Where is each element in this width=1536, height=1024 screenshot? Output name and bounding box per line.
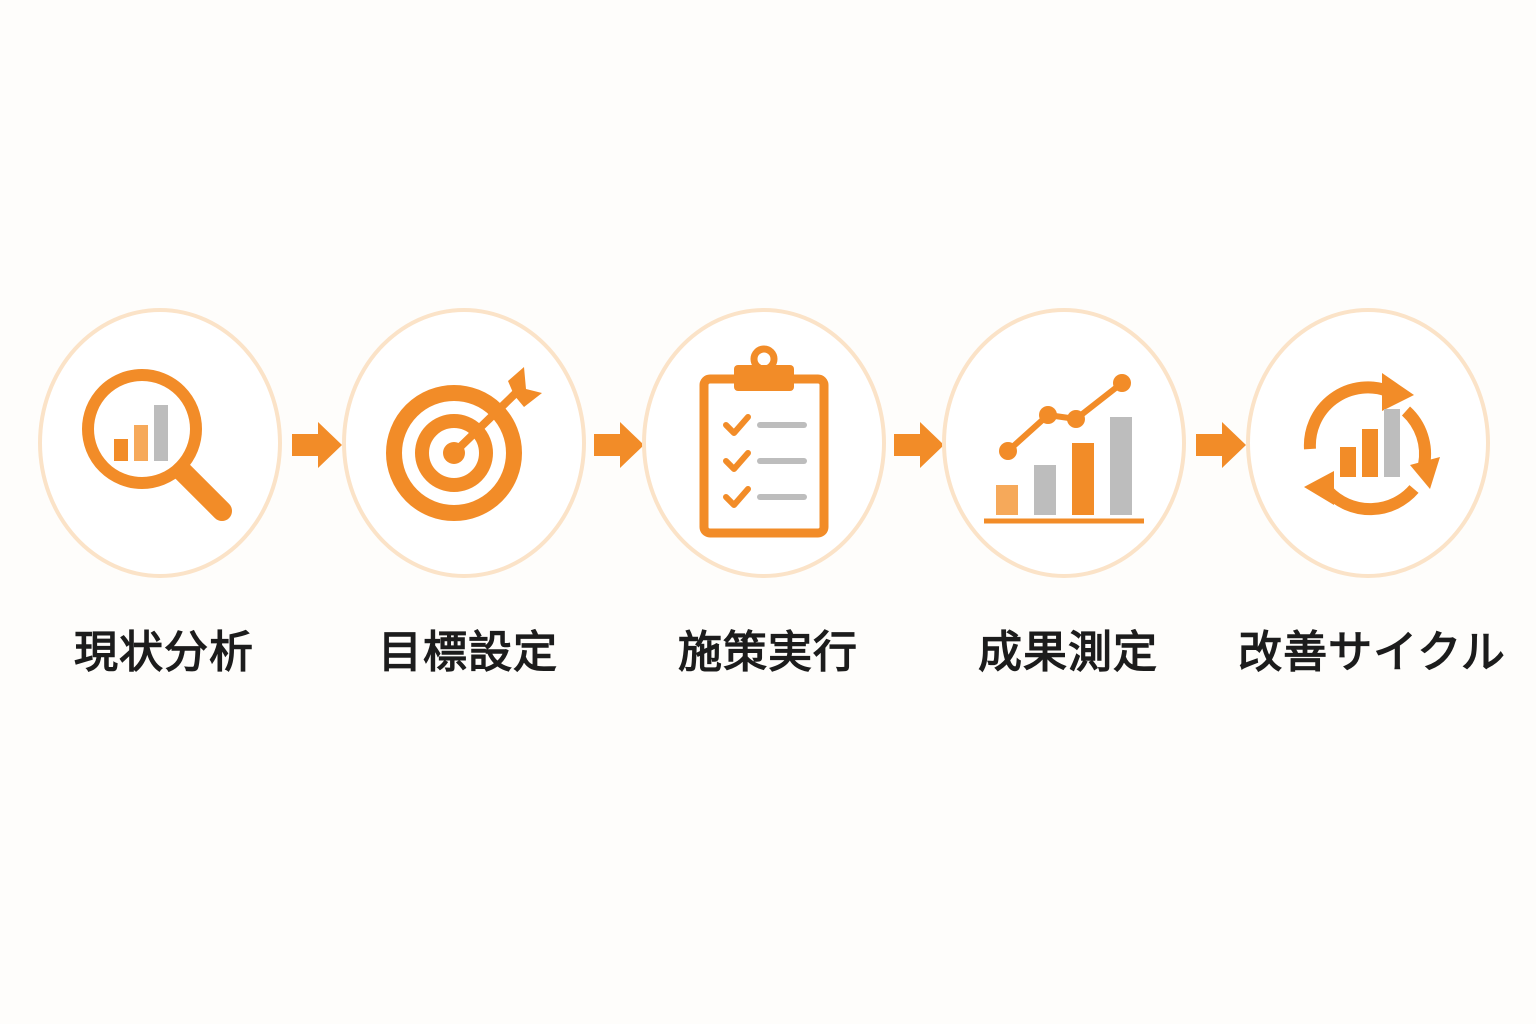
step-label: 現状分析 (74, 627, 254, 678)
step-analysis: 現状分析 (38, 308, 290, 678)
step-execution: 施策実行 (642, 308, 894, 678)
step-label: 施策実行 (678, 627, 858, 678)
arrow-right-icon (894, 422, 944, 468)
magnifier-chart-icon (82, 369, 232, 521)
step-circle (38, 308, 282, 578)
step-circle (342, 308, 586, 578)
growth-chart-icon (984, 374, 1144, 524)
step-circle (942, 308, 1186, 578)
step-label: 改善サイクル (1238, 627, 1506, 678)
arrow-right-icon (594, 422, 644, 468)
step-improvement-cycle: 改善サイクル (1238, 308, 1505, 678)
cycle-chart-icon (1303, 373, 1440, 516)
step-measurement: 成果測定 (942, 308, 1194, 678)
step-label: 目標設定 (378, 627, 558, 678)
arrow-right-icon (1196, 422, 1246, 468)
step-label: 成果測定 (978, 627, 1158, 678)
target-icon (386, 367, 542, 521)
step-goal-setting: 目標設定 (342, 308, 594, 678)
step-circle (642, 308, 886, 578)
clipboard-checklist-icon (699, 345, 829, 538)
step-circle (1246, 308, 1490, 578)
arrow-right-icon (292, 422, 342, 468)
